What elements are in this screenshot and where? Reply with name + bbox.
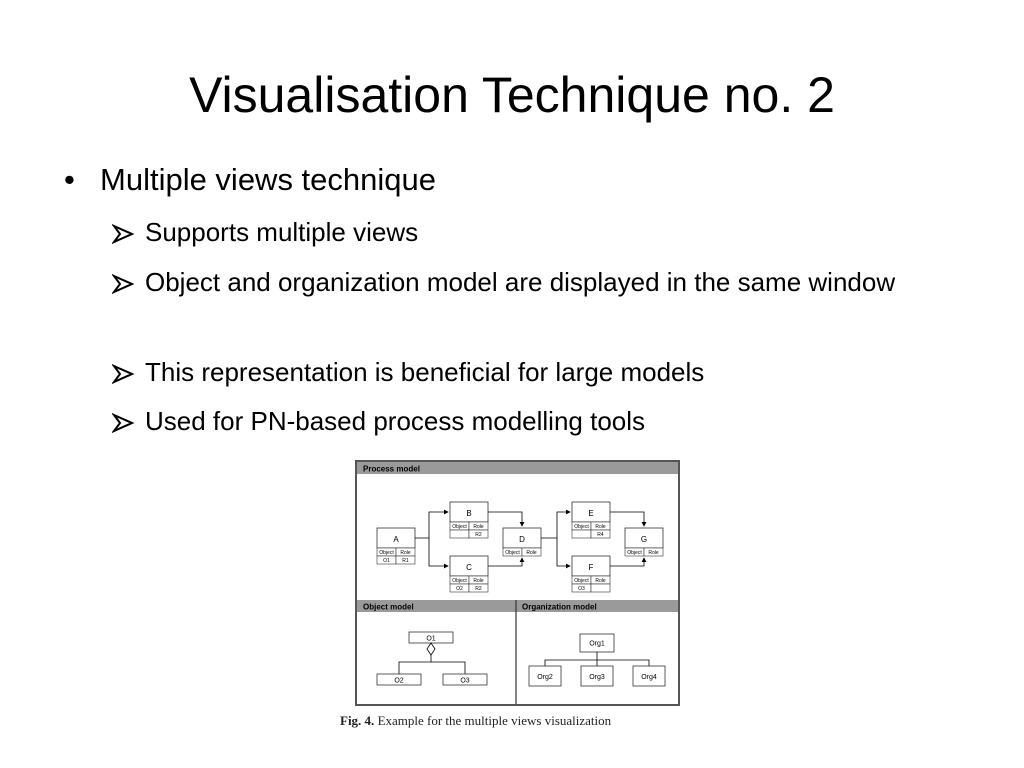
role-cell: Role xyxy=(400,550,411,556)
sub-bullet-text: Used for PN-based process modelling tool… xyxy=(145,406,646,436)
object-o3: O3 xyxy=(460,678,469,685)
node-label: C xyxy=(466,563,472,572)
figure-caption: Fig. 4. Example for the multiple views v… xyxy=(340,713,700,729)
slide-title: Visualisation Technique no. 2 xyxy=(189,67,835,123)
object-o2: O2 xyxy=(394,678,403,685)
arrow-bullet-icon xyxy=(112,352,140,384)
object-cell: Object xyxy=(505,550,520,556)
role-cell: Role xyxy=(473,578,484,584)
org-node-org3: Org3 xyxy=(589,674,605,681)
org-node-org4: Org4 xyxy=(641,674,657,681)
figure-diagram: Process model A Object Role O1 R1 B Obje… xyxy=(357,462,678,704)
role-cell: Role xyxy=(648,550,659,556)
object-o1: O1 xyxy=(426,636,435,643)
sub-bullet-text: Object and organization model are displa… xyxy=(145,267,896,297)
object-cell: Object xyxy=(574,524,589,530)
role-value: R4 xyxy=(597,532,604,538)
object-model-header: Object model xyxy=(363,603,414,612)
sub-bullet-text: Supports multiple views xyxy=(145,217,419,247)
object-cell: Object xyxy=(452,524,467,530)
role-value: R2 xyxy=(475,532,482,538)
node-label: F xyxy=(589,563,594,572)
node-label: G xyxy=(641,535,647,544)
node-label: D xyxy=(519,535,525,544)
process-model-header-bar xyxy=(357,462,678,474)
role-value: R1 xyxy=(402,558,409,564)
process-arrows xyxy=(415,509,647,569)
aggregation-diamond-icon xyxy=(426,642,436,656)
activity-node-g: G Object Role xyxy=(624,527,664,557)
node-label: A xyxy=(393,535,399,544)
role-cell: Role xyxy=(526,550,537,556)
object-cell: Object xyxy=(627,550,642,556)
main-bullet-text: Multiple views technique xyxy=(100,162,437,197)
org-node-org2: Org2 xyxy=(537,674,553,681)
arrow-bullet-icon xyxy=(112,262,140,294)
org-node-org1: Org1 xyxy=(589,641,605,648)
activity-node-c: C Object Role O2 R2 xyxy=(449,555,489,593)
node-label: E xyxy=(588,509,593,518)
bullet-list: • Multiple views technique Supports mult… xyxy=(64,162,896,436)
organization-model-header: Organization model xyxy=(522,603,597,612)
role-value: R2 xyxy=(475,586,482,592)
multiple-views-figure: Process model A Object Role O1 R1 B Obje… xyxy=(355,460,680,706)
activity-node-e: E Object Role R4 xyxy=(571,501,611,539)
arrow-bullet-icon xyxy=(112,401,140,433)
role-cell: Role xyxy=(595,524,606,530)
object-model-diagram: O1 O2 O3 xyxy=(376,631,488,686)
node-label: B xyxy=(466,509,471,518)
sub-bullet-text: This representation is beneficial for la… xyxy=(145,357,705,387)
object-cell: Object xyxy=(452,578,467,584)
object-cell: Object xyxy=(379,550,394,556)
object-value: O3 xyxy=(578,586,585,592)
role-cell: Role xyxy=(595,578,606,584)
object-cell: Object xyxy=(574,578,589,584)
process-model-header: Process model xyxy=(363,465,420,474)
organization-model-diagram: Org1 Org2 Org3 Org4 xyxy=(528,633,666,687)
activity-node-d: D Object Role xyxy=(502,527,542,557)
activity-node-b: B Object Role R2 xyxy=(449,501,489,539)
lower-header-bar xyxy=(357,600,678,612)
object-value: O1 xyxy=(383,558,390,564)
role-cell: Role xyxy=(473,524,484,530)
activity-node-a: A Object Role O1 R1 xyxy=(376,527,416,565)
bullet-dot-icon: • xyxy=(64,162,75,197)
arrow-bullet-icon xyxy=(112,212,140,244)
object-value: O2 xyxy=(456,586,463,592)
caption-label: Fig. 4. xyxy=(340,713,375,728)
activity-node-f: F Object Role O3 xyxy=(571,555,611,593)
caption-text: Example for the multiple views visualiza… xyxy=(374,713,612,728)
